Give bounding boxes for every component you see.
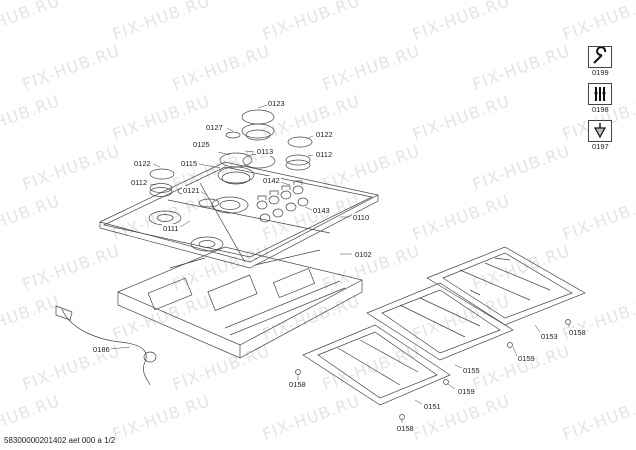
callout-0153: 0153 bbox=[540, 332, 559, 341]
callout-0123: 0123 bbox=[267, 99, 286, 108]
callout-0111: 0111 bbox=[162, 224, 180, 233]
callout-0112-right: 0112 bbox=[315, 150, 334, 159]
callout-0102: 0102 bbox=[354, 250, 373, 259]
callout-0143: 0143 bbox=[312, 206, 331, 215]
base-pan bbox=[117, 246, 363, 359]
callout-0110: 0110 bbox=[352, 213, 371, 222]
leader-lines bbox=[109, 104, 570, 423]
callout-0121: 0121 bbox=[182, 186, 201, 195]
callout-0115: 0115 bbox=[180, 159, 199, 168]
pan-support-left bbox=[302, 324, 451, 406]
tool-label-0198: 0198 bbox=[592, 105, 609, 114]
pan-support-right bbox=[426, 246, 586, 326]
screwdrivers-icon bbox=[594, 87, 606, 101]
callout-0125: 0125 bbox=[192, 140, 211, 149]
callout-0142: 0142 bbox=[262, 176, 281, 185]
tool-label-0199: 0199 bbox=[592, 68, 609, 77]
tool-box-wrench bbox=[588, 46, 612, 68]
pan-support-middle bbox=[366, 282, 514, 361]
power-cable bbox=[55, 305, 157, 386]
callout-0159-left: 0159 bbox=[457, 387, 476, 396]
callout-0158-left: 0158 bbox=[288, 380, 307, 389]
callout-0113: 0113 bbox=[256, 147, 275, 156]
callout-0112-left: 0112 bbox=[130, 178, 149, 187]
callout-0158-bottom: 0158 bbox=[396, 424, 415, 433]
tool-box-grease bbox=[588, 120, 612, 142]
callout-0151: 0151 bbox=[423, 402, 442, 411]
wrench-icon bbox=[593, 47, 607, 64]
callout-0122-left: 0122 bbox=[133, 159, 152, 168]
grease-icon bbox=[593, 123, 607, 139]
tool-label-0197: 0197 bbox=[592, 142, 609, 151]
callout-0122-right: 0122 bbox=[315, 130, 334, 139]
callout-0159-right: 0159 bbox=[517, 354, 536, 363]
callout-0158-right: 0158 bbox=[568, 328, 587, 337]
document-id-footer: 58300000201402 aet 000 a 1/2 bbox=[4, 436, 116, 445]
callout-0127: 0127 bbox=[205, 123, 224, 132]
callout-0155: 0155 bbox=[462, 366, 481, 375]
tool-box-screwdrivers bbox=[588, 83, 612, 105]
control-knobs bbox=[256, 180, 309, 223]
callout-0186: 0186 bbox=[92, 345, 111, 354]
